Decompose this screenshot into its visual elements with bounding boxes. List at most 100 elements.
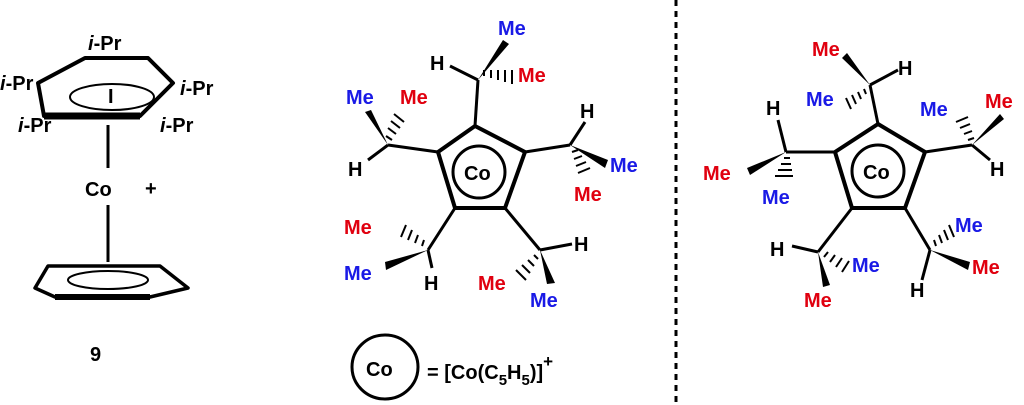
me-a-bl-blue: Me xyxy=(344,263,372,285)
hash-a-top xyxy=(483,70,513,84)
co-circle-a xyxy=(451,144,507,200)
wedge-a-top xyxy=(478,40,509,80)
ipr-label-bottom-right: i-Pr xyxy=(160,115,194,137)
hash-a-bl xyxy=(400,224,425,247)
conformer-b: Co Me H Me H Me Me Me Me H xyxy=(703,39,1013,312)
ipr-suffix: -Pr xyxy=(94,33,122,55)
bond-b-left-h xyxy=(776,119,788,153)
ipr-label-right: i-Pr xyxy=(180,78,214,100)
h-a-right: H xyxy=(580,101,594,123)
hash-a-br xyxy=(515,254,539,281)
bond-a-right-h xyxy=(568,121,587,146)
compound-9: I i-Pr i-Pr i-Pr i-Pr i-Pr Co + 9 xyxy=(0,33,214,366)
h-b-right: H xyxy=(990,159,1004,181)
me-a-top-blue: Me xyxy=(498,18,526,40)
ipr-label-top: i-Pr xyxy=(88,33,122,55)
me-a-left-red: Me xyxy=(400,87,428,109)
ipr-prefix: i xyxy=(88,33,94,55)
ipr-prefix: i xyxy=(160,115,166,137)
ipr-prefix: i xyxy=(0,73,6,95)
co-label-a: Co xyxy=(464,163,491,185)
isopropyl-cp-ring xyxy=(36,56,175,118)
h-b-left: H xyxy=(766,98,780,120)
h-b-bl: H xyxy=(770,239,784,261)
legend-formula-open: [Co(C xyxy=(444,362,498,384)
bond-b-right-h xyxy=(971,143,991,162)
bond-a-br-h xyxy=(539,242,573,252)
bond-b-bl xyxy=(816,207,854,253)
co-legend: Co = [Co(C5H5)]+ xyxy=(350,333,553,401)
conformer-a: Co H Me Me Me Me H H Me Me xyxy=(344,18,638,312)
ipr-suffix: -Pr xyxy=(186,78,214,100)
bond-b-top-h xyxy=(869,68,899,87)
h-b-br: H xyxy=(910,280,924,302)
legend-formula: = [Co(C5H5)]+ xyxy=(427,352,553,389)
me-b-top-red: Me xyxy=(812,39,840,61)
me-b-left-blue: Me xyxy=(762,187,790,209)
legend-formula-close: )] xyxy=(530,362,543,384)
me-a-top-red: Me xyxy=(518,65,546,87)
me-a-br-blue: Me xyxy=(530,290,558,312)
wedge-b-left xyxy=(747,152,786,175)
me-b-top-blue: Me xyxy=(806,89,834,111)
ring-a xyxy=(436,124,527,210)
legend-charge: + xyxy=(543,352,553,371)
hash-b-top xyxy=(845,88,867,110)
h-a-br: H xyxy=(574,234,588,256)
wedge-a-left xyxy=(365,110,388,145)
hash-b-br xyxy=(933,224,955,247)
wedge-a-bl xyxy=(385,250,428,270)
bond-a-br xyxy=(503,207,542,251)
legend-co-label: Co xyxy=(366,359,393,381)
bond-b-bl-h xyxy=(791,244,819,254)
wedge-a-br xyxy=(540,250,555,284)
me-b-bl-blue: Me xyxy=(852,255,880,277)
hash-a-right xyxy=(571,149,591,174)
legend-formula-mid: H xyxy=(507,362,521,384)
me-b-right-red: Me xyxy=(985,91,1013,113)
me-b-br-red: Me xyxy=(972,257,1000,279)
metal-co: Co xyxy=(85,179,112,201)
me-a-br-red: Me xyxy=(478,273,506,295)
wedge-b-br xyxy=(930,250,970,270)
bond-b-top xyxy=(868,84,880,125)
compound-number: 9 xyxy=(90,344,101,366)
legend-co-circle xyxy=(350,333,420,401)
hash-b-bl xyxy=(823,251,850,273)
wedge-b-right xyxy=(972,114,1004,145)
ring-b xyxy=(833,122,927,210)
me-b-left-red: Me xyxy=(703,163,731,185)
h-b-top: H xyxy=(898,58,912,80)
ipr-prefix: i xyxy=(18,115,24,137)
bond-a-left-h xyxy=(367,143,389,162)
aromatic-circle xyxy=(69,83,155,111)
bond-a-right xyxy=(524,143,571,154)
legend-sub-1: 5 xyxy=(499,372,507,389)
h-a-left: H xyxy=(348,159,362,181)
ipr-label-bottom-left: i-Pr xyxy=(18,115,52,137)
h-a-bl: H xyxy=(424,273,438,295)
inner-ring-label: I xyxy=(108,86,114,108)
bond-a-top-h xyxy=(449,64,479,82)
wedge-b-bl xyxy=(818,252,830,287)
legend-sub-2: 5 xyxy=(521,372,529,389)
bond-a-top xyxy=(473,79,480,127)
ipr-label-left: i-Pr xyxy=(0,73,34,95)
legend-equals: = xyxy=(427,362,439,384)
me-a-left-blue: Me xyxy=(346,87,374,109)
ipr-suffix: -Pr xyxy=(24,115,52,137)
me-b-bl-red: Me xyxy=(804,290,832,312)
ipr-suffix: -Pr xyxy=(6,73,34,95)
bond-b-br-h xyxy=(920,249,932,281)
me-a-right-blue: Me xyxy=(610,155,638,177)
me-a-right-red: Me xyxy=(574,184,602,206)
cp-aromatic-circle xyxy=(67,270,149,290)
bond-a-bl-h xyxy=(426,249,434,269)
me-a-bl-red: Me xyxy=(344,217,372,239)
bond-a-bl xyxy=(426,207,457,251)
hash-a-left xyxy=(385,113,405,141)
bond-b-right xyxy=(924,143,973,154)
wedge-a-right xyxy=(570,145,608,168)
me-b-right-blue: Me xyxy=(920,99,948,121)
